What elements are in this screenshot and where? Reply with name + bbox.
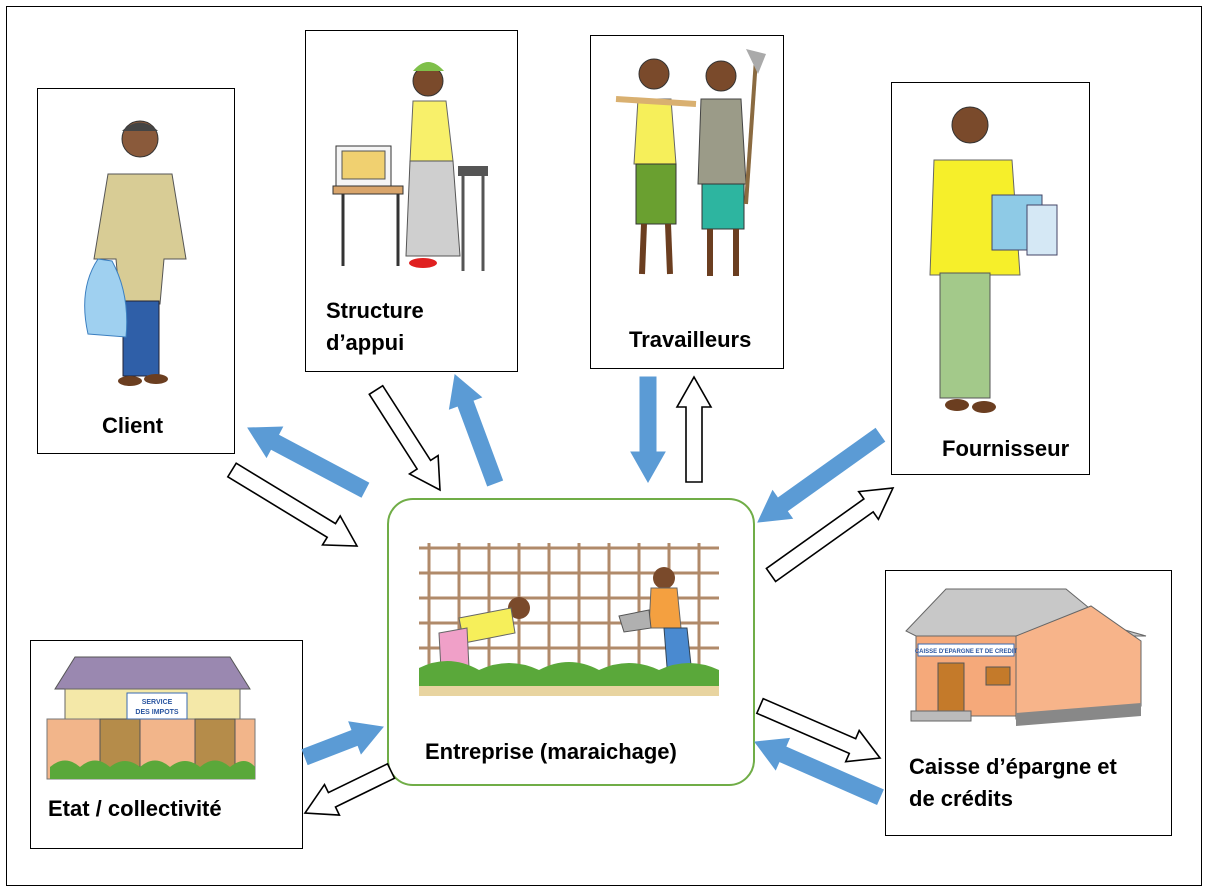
- arrow-caisse-to-entreprise: [754, 737, 884, 805]
- caisse-sign-text: CAISSE D'EPARGNE ET DE CREDIT: [915, 649, 1018, 655]
- client-illustration: [84, 120, 187, 386]
- arrow-entreprise-to-etat: [303, 762, 396, 816]
- arrow-entreprise-to-structure: [448, 374, 504, 487]
- client-label: Client: [102, 413, 164, 438]
- structure-illustration: [332, 62, 488, 271]
- arrow-structure-to-entreprise: [368, 384, 441, 492]
- arrow-entreprise-to-client: [247, 426, 370, 498]
- caisse-label-line1: Caisse d’épargne et: [909, 754, 1117, 779]
- arrow-etat-to-entreprise: [301, 721, 384, 766]
- caisse-building-illustration: CAISSE D'EPARGNE ET DE CREDIT: [905, 588, 1147, 726]
- etat-sign-line1: SERVICE: [142, 699, 173, 706]
- etat-building-illustration: SERVICE DES IMPOTS: [46, 656, 256, 780]
- etat-label: Etat / collectivité: [48, 796, 222, 821]
- entreprise-label: Entreprise (maraichage): [425, 739, 677, 764]
- entreprise-node: Entreprise (maraichage): [387, 498, 755, 786]
- arrow-travailleurs-to-entreprise: [630, 376, 666, 484]
- maraichage-illustration: [419, 543, 719, 696]
- fournisseur-card: Fournisseur: [891, 82, 1090, 475]
- arrow-entreprise-to-fournisseur: [765, 487, 895, 583]
- arrow-fournisseur-to-entreprise: [757, 427, 886, 523]
- structure-label-line2: d’appui: [326, 330, 405, 355]
- fournisseur-illustration: [929, 106, 1058, 413]
- structure-card: Structure d’appui: [305, 30, 518, 372]
- arrow-entreprise-to-travailleurs: [675, 375, 713, 483]
- caisse-label-line2: de crédits: [909, 786, 1013, 811]
- travailleurs-card: Travailleurs: [590, 35, 784, 369]
- fournisseur-label: Fournisseur: [942, 436, 1070, 461]
- diagram-frame: [6, 6, 1202, 886]
- client-card: Client: [37, 88, 235, 454]
- travailleurs-label: Travailleurs: [629, 327, 752, 352]
- structure-label-line1: Structure: [326, 298, 424, 323]
- travailleurs-illustration: [615, 49, 766, 276]
- arrow-entreprise-to-caisse: [755, 697, 882, 763]
- arrow-client-to-entreprise: [226, 462, 359, 547]
- etat-sign-line2: DES IMPOTS: [135, 709, 179, 716]
- etat-card: SERVICE DES IMPOTS Etat / collectivité: [30, 640, 303, 849]
- caisse-card: CAISSE D'EPARGNE ET DE CREDIT Caisse d’é…: [885, 570, 1172, 836]
